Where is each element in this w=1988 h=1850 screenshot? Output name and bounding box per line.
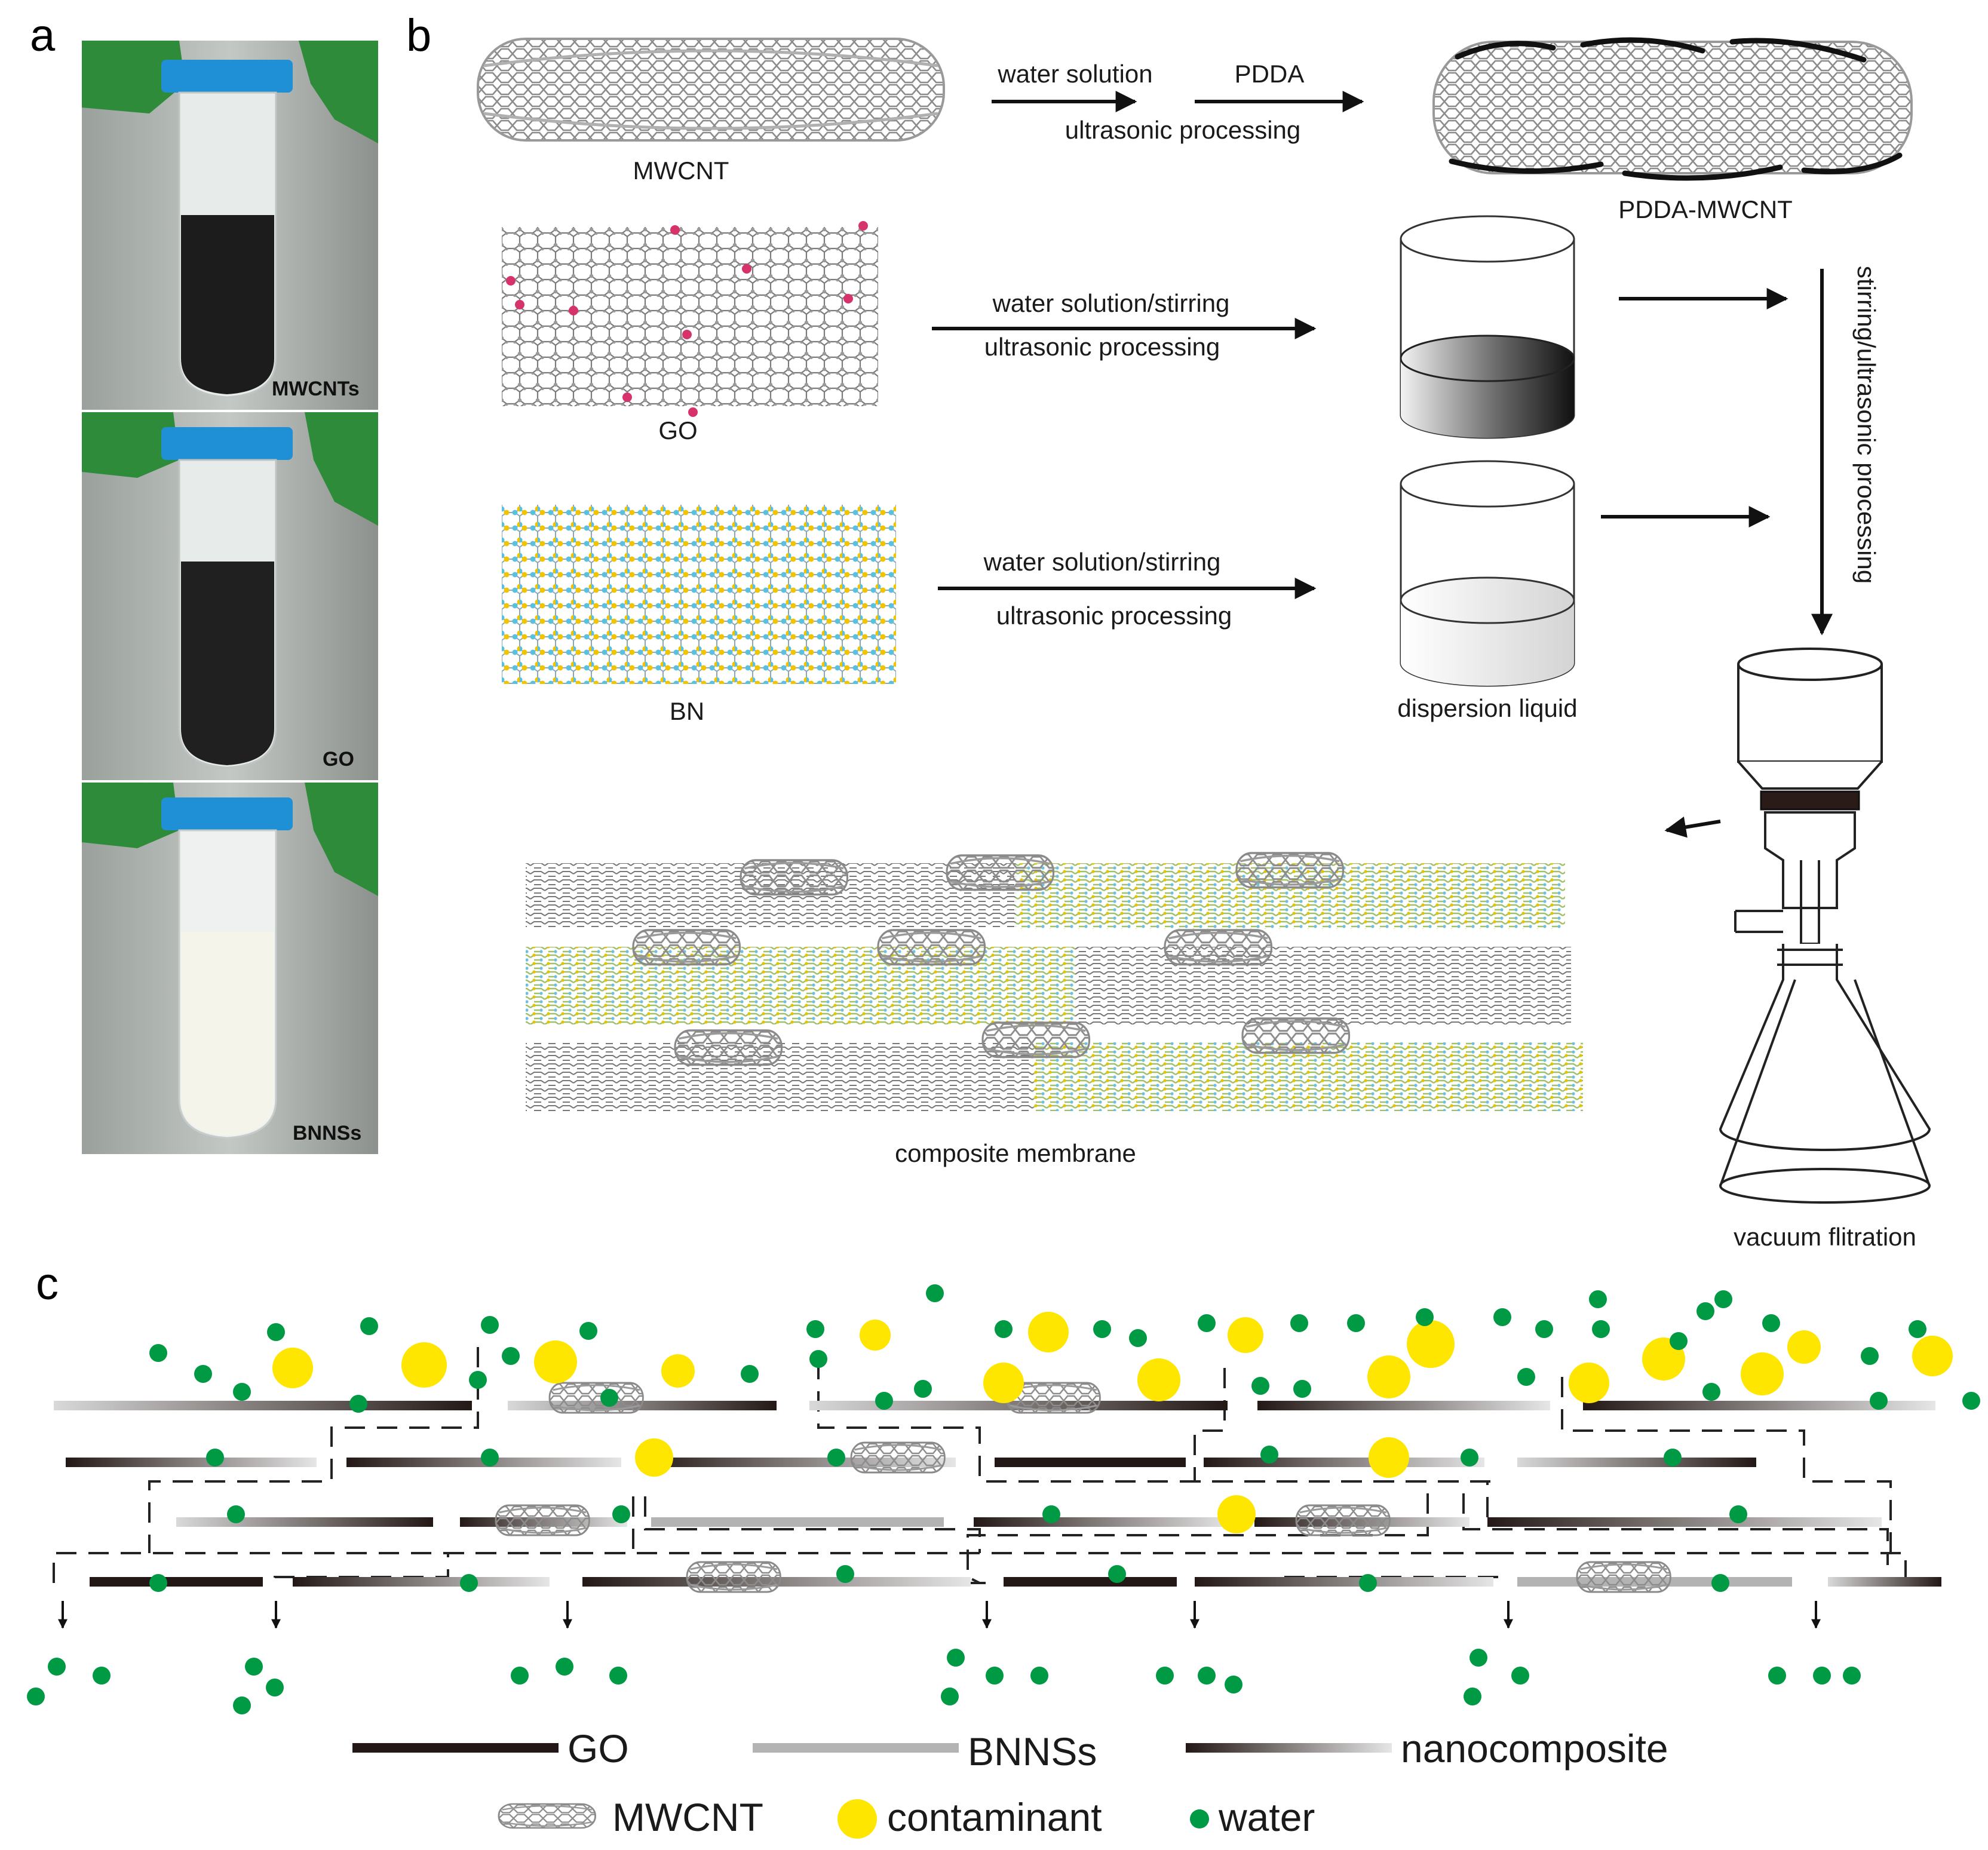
legend-go-label: GO bbox=[567, 1726, 629, 1771]
pdda-label: PDDA bbox=[1235, 60, 1305, 88]
composite-membrane bbox=[526, 852, 1583, 1111]
photo-go bbox=[82, 412, 378, 780]
bn-sheet bbox=[502, 505, 896, 684]
legend-mwcnt-label: MWCNT bbox=[612, 1795, 763, 1839]
membrane-layers bbox=[54, 1401, 1941, 1587]
photo-bnnss bbox=[82, 783, 378, 1154]
legend-water-label: water bbox=[1218, 1795, 1315, 1839]
legend-go-swatch bbox=[352, 1743, 559, 1753]
water-particles bbox=[27, 1284, 1980, 1714]
mwcnt-tube bbox=[477, 38, 945, 142]
ultrasonic-label-3: ultrasonic processing bbox=[996, 602, 1232, 630]
legend-nano-label: nanocomposite bbox=[1401, 1726, 1668, 1771]
vacuum-filtration-apparatus bbox=[1719, 648, 1931, 1204]
panel-a-letter: a bbox=[30, 10, 56, 61]
dispersion-label: dispersion liquid bbox=[1397, 694, 1577, 722]
go-sheet bbox=[502, 221, 878, 417]
photo-label-mwcnts: MWCNTs bbox=[272, 378, 360, 400]
ultrasonic-label-1: ultrasonic processing bbox=[1065, 116, 1301, 144]
composite-label: composite membrane bbox=[895, 1139, 1136, 1167]
ultrasonic-label-2: ultrasonic processing bbox=[984, 333, 1220, 361]
legend-contaminant-icon bbox=[837, 1799, 877, 1839]
water-stirring-label-2: water solution/stirring bbox=[983, 548, 1221, 576]
legend-water-icon bbox=[1190, 1809, 1209, 1828]
mwcnt-label: MWCNT bbox=[633, 157, 729, 185]
panel-b-letter: b bbox=[406, 10, 431, 61]
water-stirring-label-1: water solution/stirring bbox=[992, 289, 1230, 317]
legend-bnns-label: BNNSs bbox=[968, 1729, 1097, 1774]
beaker-go-dispersion bbox=[1400, 215, 1575, 439]
legend: GO BNNSs nanocomposite MWCNT contaminant… bbox=[352, 1726, 1668, 1839]
legend-nano-swatch bbox=[1186, 1743, 1392, 1753]
bn-label: BN bbox=[670, 697, 704, 725]
photo-label-go: GO bbox=[323, 748, 354, 771]
stirring-ultrasonic-label: stirring/ultrasonic processing bbox=[1852, 266, 1880, 584]
photo-panel: MWCNTs GO BNNSs bbox=[82, 41, 378, 1154]
go-label: GO bbox=[658, 416, 697, 444]
pdda-mwcnt-tube bbox=[1432, 37, 1913, 181]
legend-bnns-swatch bbox=[753, 1743, 959, 1753]
arrow-to-membrane bbox=[1664, 816, 1721, 838]
output-arrows bbox=[58, 1601, 1821, 1629]
legend-contaminant-label: contaminant bbox=[887, 1795, 1102, 1839]
panel-c-letter: c bbox=[36, 1259, 59, 1309]
pdda-mwcnt-label: PDDA-MWCNT bbox=[1618, 195, 1793, 223]
water-solution-label: water solution bbox=[997, 60, 1152, 88]
photo-label-bnnss: BNNSs bbox=[293, 1122, 361, 1145]
photo-mwcnts bbox=[82, 41, 378, 410]
legend-mwcnt-icon bbox=[498, 1803, 596, 1829]
mwcnt-bundles-c bbox=[495, 1382, 1671, 1593]
beaker-bn-dispersion bbox=[1400, 460, 1575, 687]
vacuum-label: vacuum flitration bbox=[1734, 1223, 1916, 1251]
contaminant-particles bbox=[272, 1312, 1953, 1533]
